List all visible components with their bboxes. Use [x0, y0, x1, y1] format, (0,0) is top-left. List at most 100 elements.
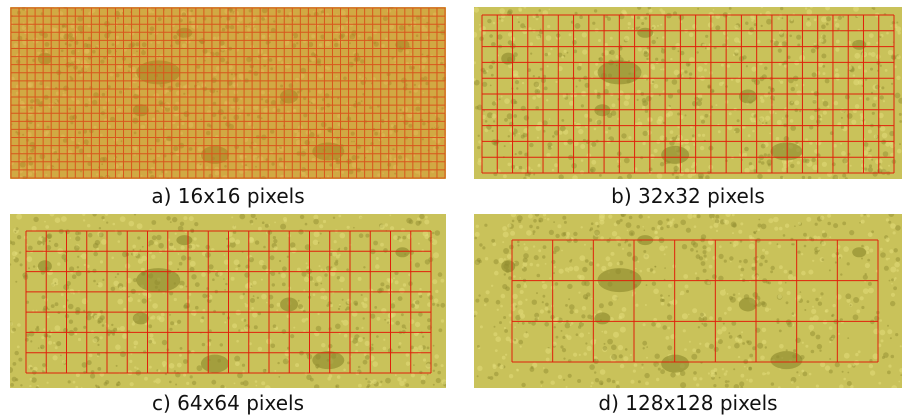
texture-speckle — [534, 214, 540, 217]
texture-speckle — [760, 161, 765, 165]
texture-speckle — [763, 153, 767, 157]
texture-speckle — [68, 43, 72, 47]
texture-speckle — [879, 35, 882, 38]
texture-speckle — [784, 281, 787, 284]
texture-speckle — [656, 377, 660, 382]
texture-speckle — [819, 296, 822, 299]
texture-speckle — [857, 65, 862, 69]
texture-speckle — [751, 266, 757, 271]
texture-speckle — [829, 236, 832, 239]
texture-speckle — [32, 370, 37, 375]
texture-speckle — [510, 98, 517, 105]
texture-speckle — [30, 148, 35, 153]
texture-speckle — [616, 262, 620, 266]
texture-speckle — [732, 53, 736, 57]
texture-background — [474, 214, 902, 388]
texture-blotch — [176, 235, 193, 246]
texture-speckle — [859, 113, 864, 117]
texture-speckle — [479, 325, 483, 329]
texture-speckle — [277, 146, 280, 149]
texture-speckle — [507, 135, 510, 138]
texture-speckle — [757, 173, 763, 179]
texture-speckle — [156, 18, 159, 21]
texture-speckle — [477, 160, 483, 166]
texture-speckle — [656, 173, 663, 179]
texture-speckle — [871, 230, 874, 234]
texture-speckle — [517, 21, 520, 24]
texture-speckle — [803, 232, 807, 237]
texture-speckle — [279, 145, 285, 152]
texture-speckle — [333, 240, 337, 244]
texture-speckle — [148, 337, 155, 344]
texture-speckle — [751, 66, 757, 72]
texture-speckle — [649, 154, 655, 160]
texture-speckle — [484, 128, 489, 133]
texture-speckle — [743, 152, 748, 157]
texture-speckle — [658, 94, 661, 97]
texture-speckle — [744, 167, 750, 174]
texture-speckle — [620, 214, 625, 217]
texture-speckle — [701, 322, 704, 325]
texture-speckle — [809, 115, 815, 121]
texture-speckle — [261, 221, 265, 224]
texture-speckle — [60, 49, 64, 53]
texture-speckle — [495, 336, 501, 342]
texture-speckle — [523, 284, 528, 288]
texture-speckle — [856, 15, 859, 18]
texture-speckle — [246, 36, 248, 39]
texture-speckle — [211, 77, 217, 84]
texture-speckle — [325, 265, 332, 271]
texture-speckle — [853, 297, 860, 303]
texture-speckle — [224, 8, 230, 15]
texture-speckle — [255, 217, 257, 220]
texture-speckle — [70, 56, 76, 62]
texture-speckle — [420, 375, 426, 381]
texture-speckle — [590, 317, 593, 320]
texture-speckle — [768, 86, 771, 89]
texture-speckle — [693, 225, 697, 228]
texture-speckle — [654, 265, 657, 268]
texture-speckle — [646, 130, 652, 136]
panel-d-caption: d) 128x128 pixels — [598, 391, 778, 415]
texture-speckle — [721, 326, 727, 332]
texture-speckle — [346, 225, 350, 229]
texture-speckle — [688, 313, 690, 316]
texture-speckle — [491, 130, 494, 132]
texture-speckle — [661, 10, 666, 15]
texture-speckle — [164, 126, 167, 129]
texture-speckle — [85, 314, 92, 321]
texture-speckle — [552, 341, 557, 347]
texture-speckle — [852, 364, 855, 367]
texture-speckle — [181, 122, 185, 126]
texture-speckle — [621, 307, 627, 312]
texture-speckle — [729, 296, 736, 303]
texture-speckle — [503, 316, 507, 319]
texture-speckle — [528, 214, 533, 219]
texture-speckle — [570, 322, 574, 325]
texture-speckle — [140, 174, 143, 177]
texture-speckle — [318, 43, 323, 47]
texture-speckle — [112, 222, 116, 226]
texture-speckle — [394, 374, 397, 377]
texture-speckle — [538, 9, 542, 12]
texture-speckle — [569, 309, 574, 315]
texture-speckle — [317, 129, 322, 134]
texture-speckle — [335, 323, 341, 330]
texture-speckle — [738, 265, 742, 269]
texture-speckle — [268, 224, 271, 226]
texture-speckle — [415, 300, 420, 305]
texture-speckle — [528, 27, 532, 31]
texture-speckle — [252, 155, 258, 161]
texture-speckle — [666, 218, 670, 222]
texture-speckle — [649, 268, 654, 272]
texture-speckle — [723, 288, 726, 291]
texture-speckle — [662, 36, 665, 39]
texture-speckle — [829, 358, 832, 360]
texture-speckle — [871, 111, 875, 115]
texture-speckle — [237, 264, 241, 268]
texture-speckle — [483, 303, 487, 307]
texture-speckle — [768, 241, 772, 245]
texture-speckle — [554, 282, 559, 286]
texture-speckle — [686, 289, 689, 293]
texture-speckle — [794, 100, 800, 106]
